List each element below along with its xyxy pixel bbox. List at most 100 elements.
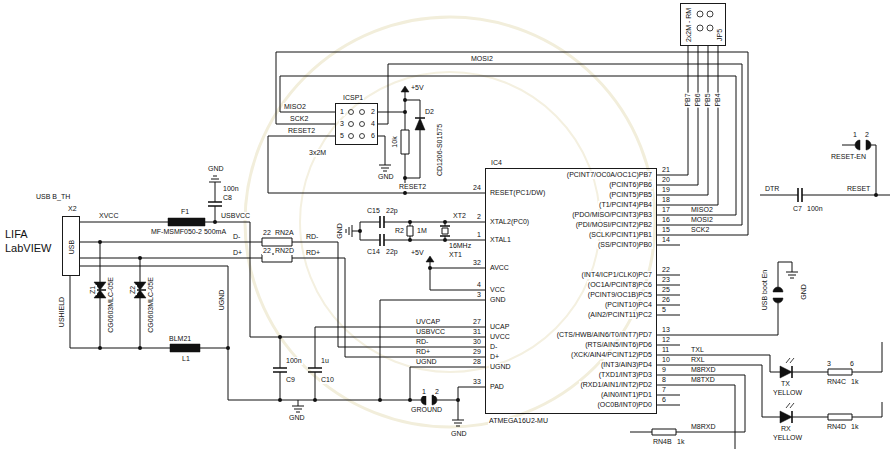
part-label: 100n — [285, 357, 303, 365]
pin-function: (SCLK/PCINT1)PB1 — [588, 231, 653, 239]
component-label: ICSP1 — [342, 94, 364, 102]
pin-number: 5 — [339, 132, 345, 140]
wire — [276, 52, 748, 235]
header-pin — [349, 11, 714, 139]
part-label: L1 — [181, 355, 191, 363]
pin-function: UCAP — [489, 323, 510, 331]
part-label: XT1 — [448, 251, 463, 259]
pin-number: 25 — [661, 286, 671, 294]
part-label: 1M — [416, 227, 428, 235]
title-text: LabVIEW — [4, 242, 52, 255]
pin-number: 21 — [661, 166, 671, 174]
part-label: 22 — [262, 247, 272, 255]
usb-connector: USB B_THX2USB — [62, 216, 80, 276]
net-label: GND — [207, 165, 225, 173]
pin-function: XTAL1 — [489, 236, 512, 244]
part-label: 1k — [850, 423, 859, 431]
pin-number: 27 — [472, 318, 482, 326]
pin-number: 4 — [370, 120, 376, 128]
pin-number: 22 — [661, 266, 671, 274]
pin-function: PAD — [489, 383, 505, 391]
part-label: YELLOW — [772, 434, 803, 442]
net-label: M8TXD — [690, 376, 716, 384]
net-label: XVCC — [98, 212, 119, 220]
part-label: RN2A — [274, 229, 295, 237]
part-label: RX — [780, 425, 792, 433]
pin-function: (XCK/AIN4/PCINT12)PD5 — [570, 351, 653, 359]
net-label: RD+ — [415, 348, 431, 356]
component-label: 2x2M - RM — [685, 7, 693, 43]
pin-number: 2 — [864, 131, 870, 139]
junction-dot — [98, 98, 878, 402]
part-label: C15 — [366, 207, 381, 215]
pin-function: GND — [489, 296, 507, 304]
pin-function: UGND — [489, 363, 512, 371]
pin-number: 30 — [472, 338, 482, 346]
net-label: GND — [288, 414, 306, 422]
part-label: C10 — [320, 376, 335, 384]
net-label: USBVCC — [220, 212, 251, 220]
pin-function: (AIN2/PCINT11)PC2 — [587, 311, 653, 319]
part-label: RN2D — [274, 247, 295, 255]
net-label: PB4 — [714, 92, 722, 107]
pin-number: 31 — [472, 328, 482, 336]
part-label: 1k — [850, 378, 859, 386]
part-label: F1 — [180, 208, 190, 216]
pin-function: (OC0B/INT0)PD0 — [597, 401, 653, 409]
pin-function: (PCINT6)PB6 — [608, 181, 653, 189]
part-label: 1u — [320, 357, 330, 365]
pin-number: 8 — [661, 376, 667, 384]
part-label: R2 — [394, 227, 405, 235]
net-label: GND — [800, 283, 808, 301]
part-label: TX — [780, 380, 791, 388]
pin-function: D- — [489, 343, 498, 351]
component-label: 3x2M — [308, 149, 327, 157]
pin-number: 23 — [661, 276, 671, 284]
wire — [70, 92, 890, 449]
part-label: 16MHz — [448, 242, 472, 250]
part-label: 22 — [262, 229, 272, 237]
net-label: USHIELD — [58, 296, 66, 328]
net-label: DTR — [764, 185, 780, 193]
net-label: RESET2 — [287, 127, 316, 135]
part-label: 100n — [222, 185, 240, 193]
part-label: YELLOW — [772, 389, 803, 397]
pin-number: 3 — [826, 360, 832, 368]
pin-function: (INT4/ICP1/CLK0)PC7 — [581, 271, 653, 279]
part-label: RESET-EN — [830, 153, 867, 161]
pin-function: (OC1A/PCINT8)PC6 — [587, 281, 653, 289]
part-label: 1k — [676, 438, 685, 446]
net-label: RESET — [846, 185, 871, 193]
pin-function: VCC — [489, 286, 506, 294]
pin-function: (PCINT7/OC0A/OC1C)PB7 — [566, 171, 653, 179]
net-label: RXL — [690, 356, 706, 364]
net-label: PB5 — [704, 92, 712, 107]
pin-number: 1 — [421, 388, 427, 396]
pin-number: 1 — [852, 131, 858, 139]
net-label: MOSI2 — [690, 216, 714, 224]
wire — [657, 46, 698, 185]
pin-number: 14 — [661, 236, 671, 244]
pin-function: (CTS/HWB/AIN6/T0/INT7)PD7 — [556, 331, 653, 339]
net-label: RD+ — [305, 249, 321, 257]
net-label: UGND — [218, 289, 226, 312]
net-label: UVCAP — [415, 318, 441, 326]
pin-function: (PCINT5)PB5 — [608, 191, 653, 199]
pin-number: 33 — [472, 378, 482, 386]
net-label: PB7 — [684, 92, 692, 107]
pin-function: (TXD1/INT3)PD3 — [598, 371, 653, 379]
resistor-symbol — [262, 130, 852, 435]
net-label: MISO2 — [283, 103, 307, 111]
title-text: LIFA — [4, 228, 29, 241]
wire — [280, 76, 736, 215]
pin-number: 3 — [339, 120, 345, 128]
net-label: M8RXD — [690, 423, 717, 431]
net-label: RD- — [415, 338, 429, 346]
pin-number: 11 — [661, 346, 670, 354]
wire — [657, 46, 688, 175]
part-label: RN4B — [652, 438, 673, 446]
pin-function: (INT3/AIN3)PD4 — [600, 361, 653, 369]
pin-number: 4 — [476, 281, 482, 289]
net-label: D+ — [232, 249, 243, 257]
